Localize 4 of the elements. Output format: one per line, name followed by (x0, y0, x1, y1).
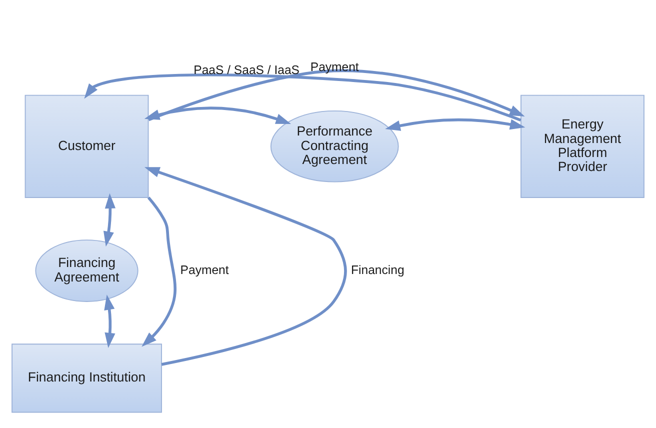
edge-label: PaaS / SaaS / IaaS (194, 62, 300, 77)
edge-label: Financing (351, 262, 404, 277)
edge-label: Payment (310, 60, 359, 74)
edge-label: Payment (180, 262, 229, 277)
